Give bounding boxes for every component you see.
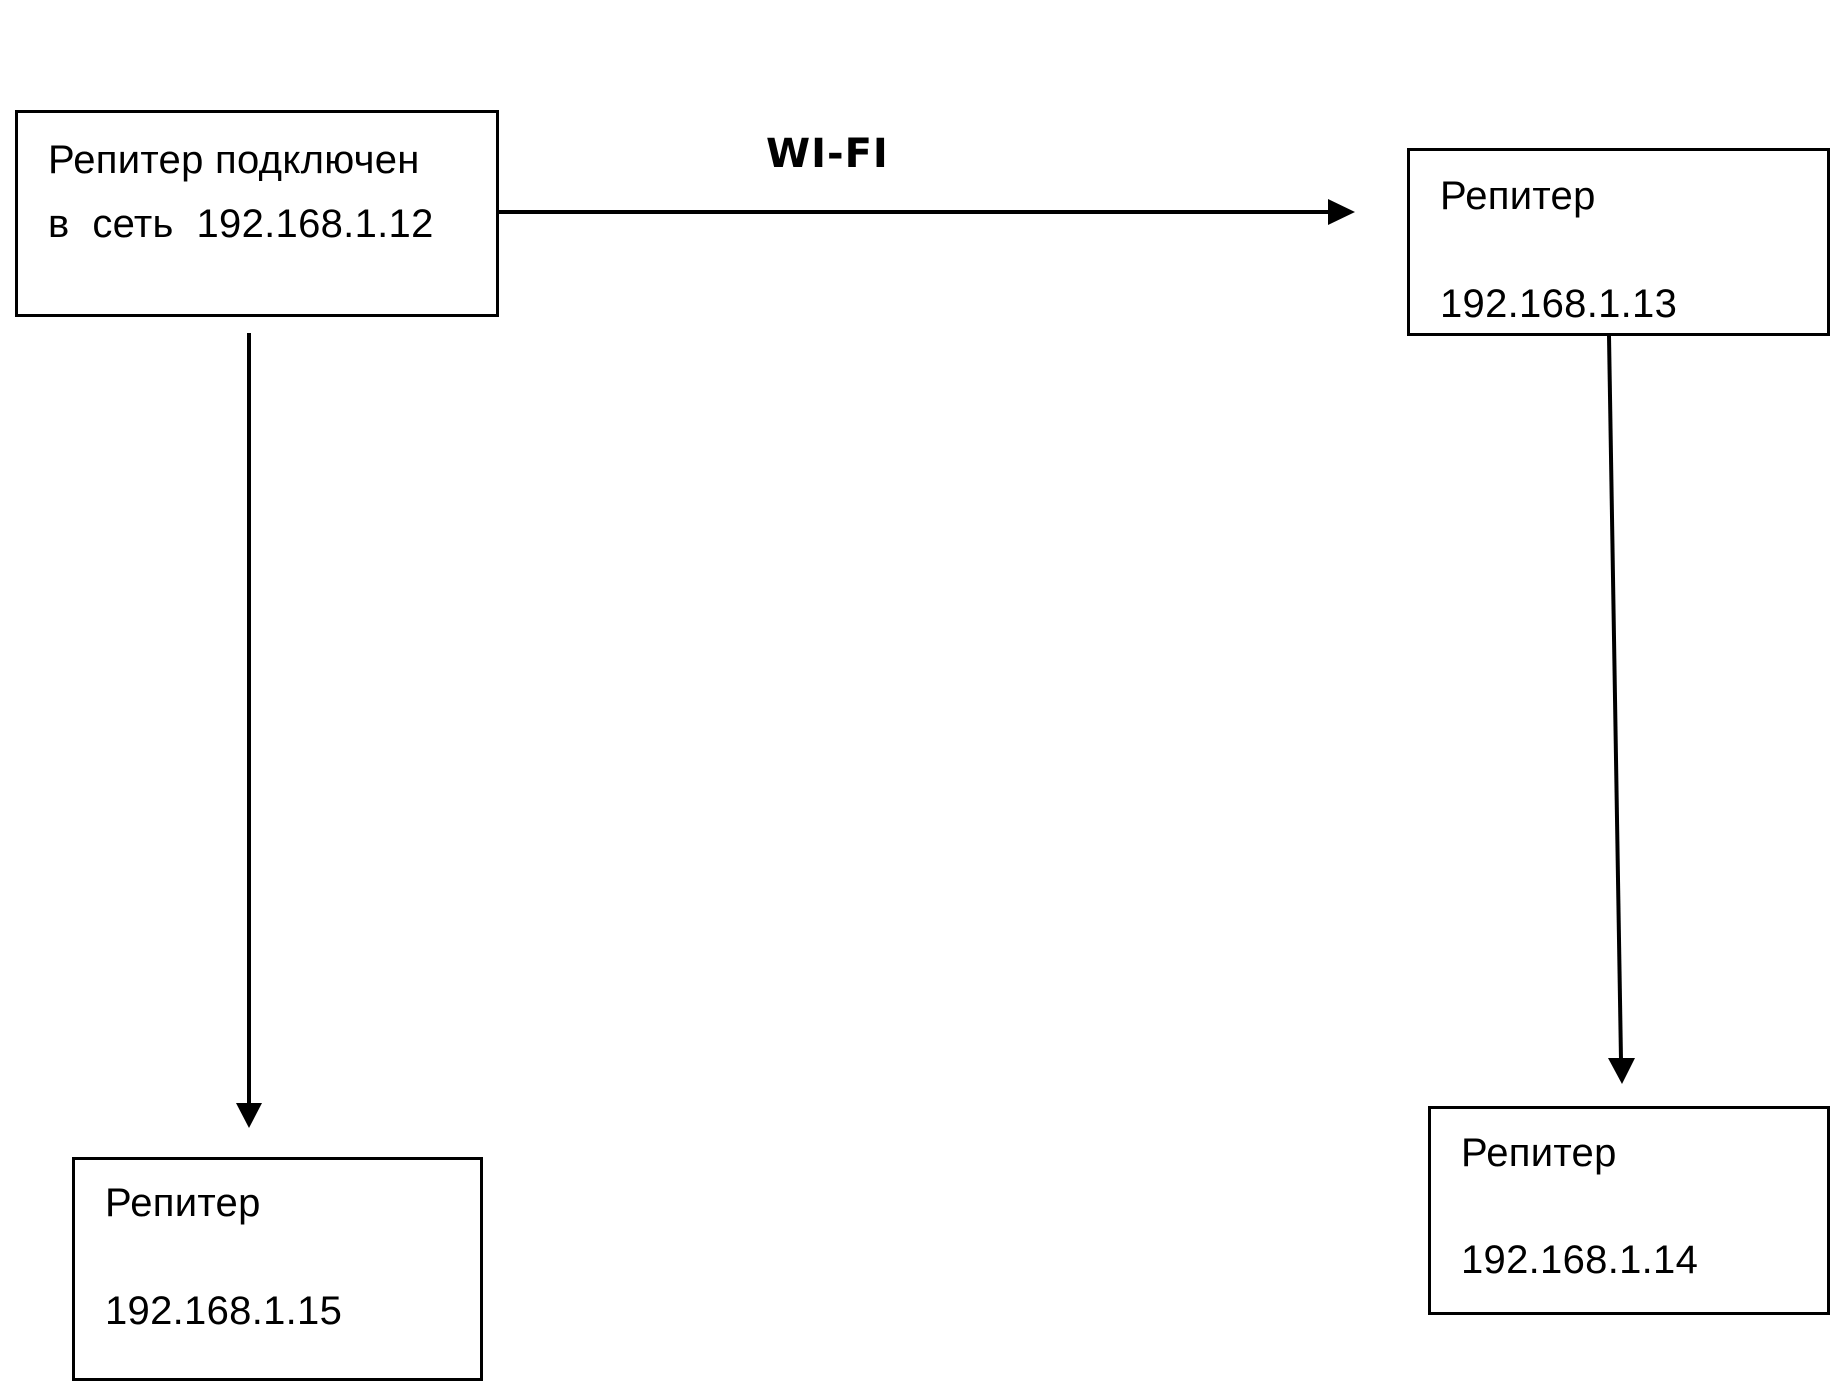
node-14-title: Репитер xyxy=(1461,1131,1617,1175)
node-14-ip: 192.168.1.14 xyxy=(1461,1238,1699,1282)
down-arrow-left-head xyxy=(236,1103,262,1128)
repeater-node-main: Репитер подключен в сеть 192.168.1.12 xyxy=(15,110,499,317)
node-main-title: Репитер подключен xyxy=(48,138,420,182)
wifi-connection-label: WI-FI xyxy=(766,131,889,177)
wifi-arrow-head xyxy=(1328,199,1355,225)
down-arrow-right-line xyxy=(1607,335,1623,1061)
node-main-ip: в сеть 192.168.1.12 xyxy=(48,202,434,246)
node-15-ip: 192.168.1.15 xyxy=(105,1289,343,1333)
node-15-title: Репитер xyxy=(105,1181,261,1225)
node-13-ip: 192.168.1.13 xyxy=(1440,282,1678,326)
repeater-node-13: Репитер 192.168.1.13 xyxy=(1407,148,1830,336)
down-arrow-right-head xyxy=(1608,1058,1635,1084)
repeater-node-15: Репитер 192.168.1.15 xyxy=(72,1157,483,1381)
repeater-node-14: Репитер 192.168.1.14 xyxy=(1428,1106,1830,1315)
node-13-title: Репитер xyxy=(1440,174,1596,218)
